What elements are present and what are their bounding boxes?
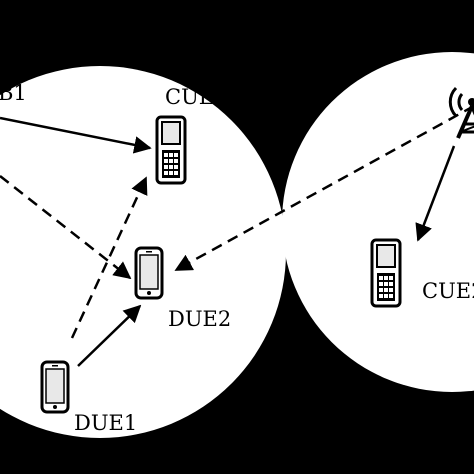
interference-enb1-to-due2 [0,175,132,280]
due2-label: DUE2 [168,307,231,331]
interference-tower2-to-due2 [174,104,474,272]
cue1-label: CUE1 [165,85,227,109]
enb1-label: B1 [0,81,27,105]
smartphone-icon [134,246,164,300]
link-enb1-to-cue1 [0,116,152,154]
due1-label: DUE1 [74,411,137,435]
link-tower2-to-cue2 [415,145,456,242]
feature-phone-icon [155,115,187,185]
smartphone-icon [40,360,70,414]
link-due1-to-cue1 [70,176,148,339]
cell-2 [282,52,474,392]
cue2-label: CUE2 [422,279,474,303]
feature-phone-icon [370,238,402,308]
link-due1-to-due2 [77,304,142,367]
